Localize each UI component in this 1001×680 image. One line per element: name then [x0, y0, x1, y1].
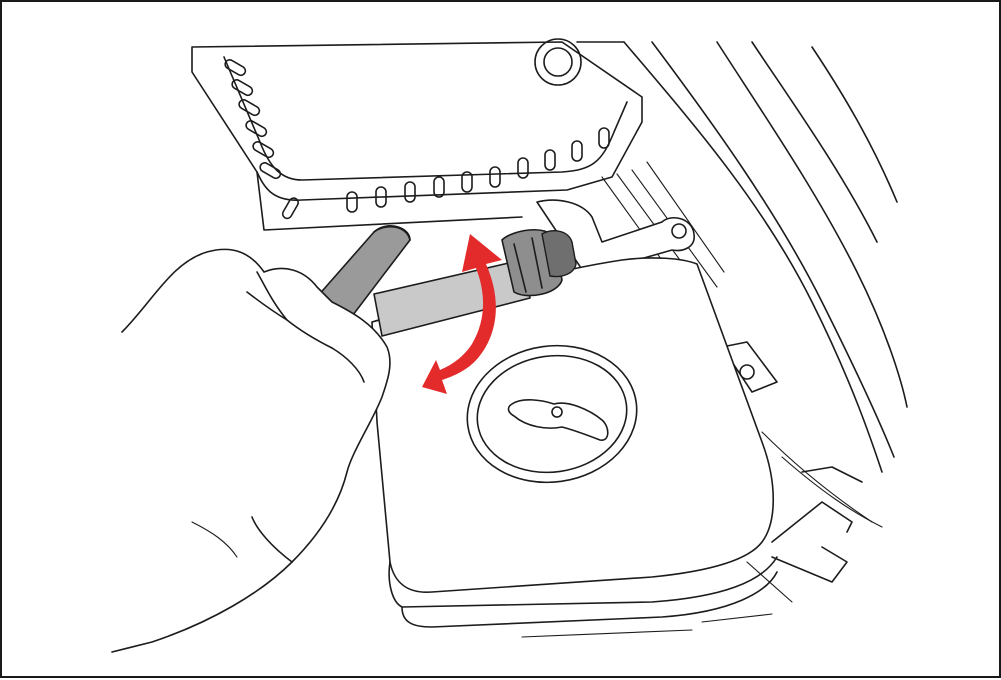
- hand-icon: [112, 226, 410, 652]
